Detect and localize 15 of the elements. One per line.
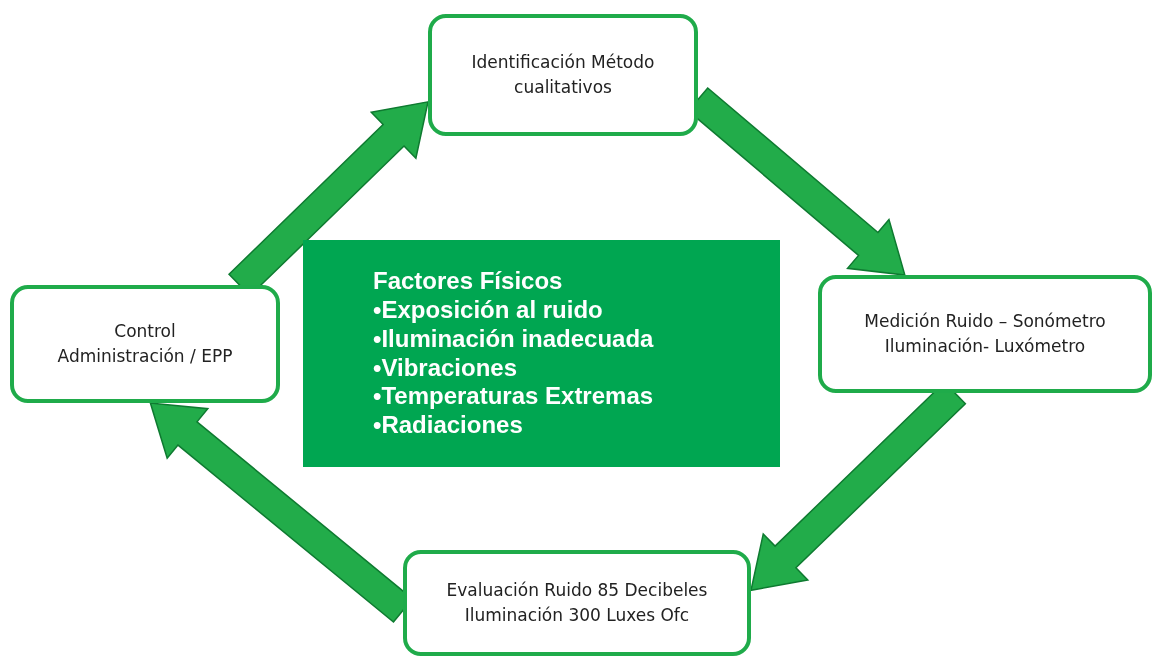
list-item: •Iluminación inadecuada	[373, 324, 654, 354]
box-text: Control Administración / EPP	[56, 319, 234, 368]
box-text: Identificación Método cualitativos	[470, 50, 656, 99]
list-item: •Vibraciones	[373, 353, 518, 383]
box-text: Evaluación Ruido 85 Decibeles Iluminación 300 Luxes Ofc	[445, 578, 709, 627]
process-box	[428, 14, 698, 136]
process-box	[403, 550, 751, 656]
process-box	[10, 285, 280, 403]
heading: Factores Físicos	[373, 267, 563, 296]
list-item: •Radiaciones	[373, 411, 523, 440]
process-box	[818, 275, 1152, 393]
list-item: •Exposición al ruido	[373, 295, 603, 325]
category-box	[303, 240, 780, 467]
list-item: •Temperaturas Extremas	[373, 382, 654, 412]
box-text: Medición Ruido – Sonómetro Iluminación- Luxómetro	[863, 309, 1107, 358]
